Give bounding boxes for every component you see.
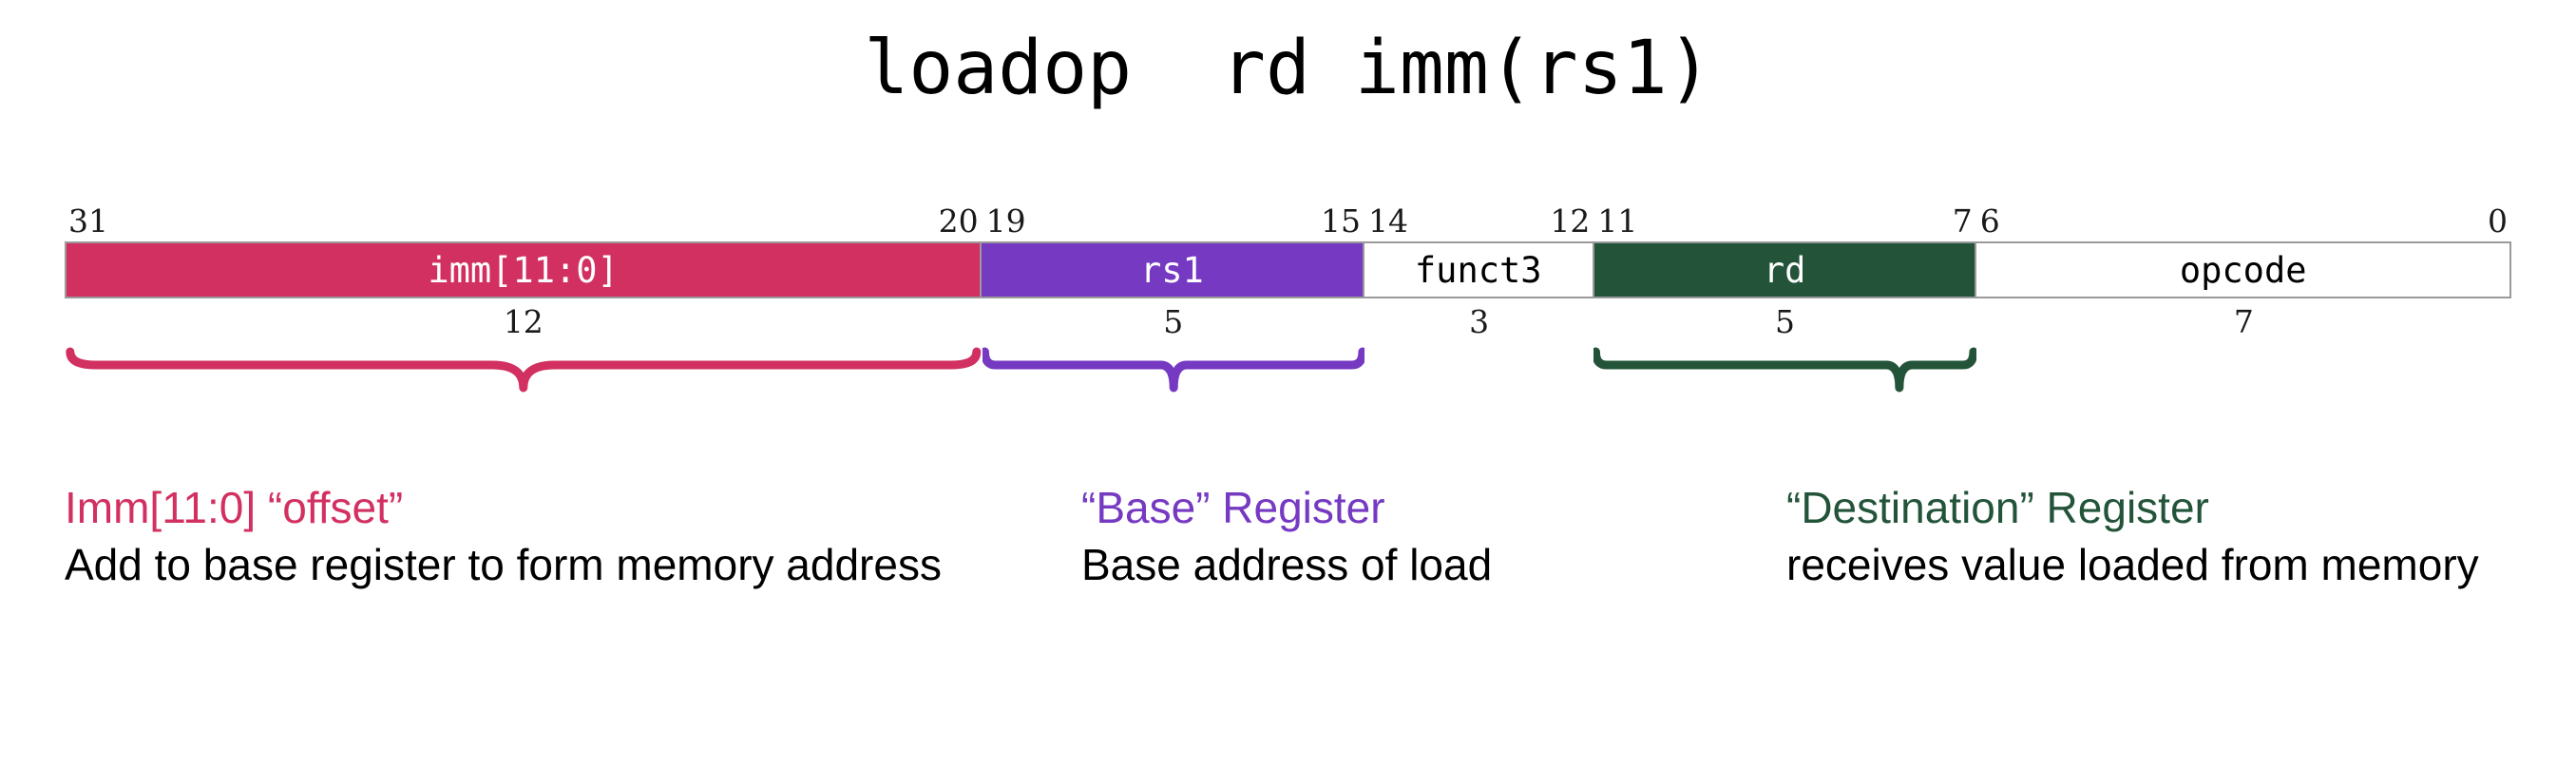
rd-range-low: 7 (1952, 202, 1973, 240)
imm-range: 31 20 (65, 202, 983, 241)
instruction-field-bar: imm[11:0] rs1 funct3 rd opcode (65, 241, 2511, 298)
note-imm-heading: Imm[11:0] “offset” (65, 483, 404, 532)
note-rd-heading: “Destination” Register (1786, 483, 2209, 532)
field-label: imm[11:0] (428, 249, 619, 291)
funct3-range: 14 12 (1364, 202, 1593, 241)
note-rd-body: receives value loaded from memory (1786, 540, 2479, 589)
funct3-range-low: 12 (1550, 202, 1591, 240)
rs1-range-high: 19 (985, 202, 1026, 240)
imm-range-high: 31 (68, 202, 108, 240)
imm-range-low: 20 (938, 202, 979, 240)
field-funct3: funct3 (1364, 243, 1594, 297)
field-label: opcode (2179, 249, 2307, 291)
note-rs1-body: Base address of load (1081, 540, 1493, 589)
brace-imm (65, 346, 983, 395)
brace-rd (1593, 346, 1975, 395)
field-label: funct3 (1414, 249, 1542, 291)
field-width-opcode: 7 (2233, 303, 2254, 340)
note-imm: Imm[11:0] “offset” Add to base register t… (65, 481, 1043, 592)
field-opcode: opcode (1976, 243, 2509, 297)
brace-rs1 (983, 346, 1364, 395)
field-width-rd: 5 (1775, 303, 1796, 340)
opcode-range-low: 0 (2488, 202, 2508, 240)
field-width-funct3: 3 (1469, 303, 1490, 340)
instruction-title: loadop rd imm(rs1) (864, 26, 1712, 111)
field-width-row: 12 5 3 5 7 (65, 298, 2511, 346)
note-rs1-heading: “Base” Register (1081, 483, 1385, 532)
rd-range-high: 11 (1597, 202, 1638, 240)
field-width-imm-11-0: 12 (503, 303, 544, 340)
opcode-range-high: 6 (1979, 202, 2000, 240)
field-label: rs1 (1139, 249, 1204, 291)
brace-imm-path (65, 346, 983, 395)
rs1-range-low: 15 (1320, 202, 1361, 240)
brace-rs1-path (983, 346, 1364, 395)
field-imm-11-0: imm[11:0] (67, 243, 983, 297)
field-rd: rd (1593, 243, 1977, 297)
note-rd: “Destination” Register receives value loa… (1786, 481, 2490, 592)
field-rs1: rs1 (982, 243, 1364, 297)
field-label: rd (1763, 249, 1806, 291)
field-width-rs1: 5 (1163, 303, 1184, 340)
note-imm-body: Add to base register to form memory addr… (65, 540, 942, 589)
rd-range: 11 7 (1593, 202, 1975, 241)
brace-row (65, 346, 2511, 395)
funct3-range-high: 14 (1367, 202, 1408, 240)
brace-rd-path (1593, 346, 1975, 395)
